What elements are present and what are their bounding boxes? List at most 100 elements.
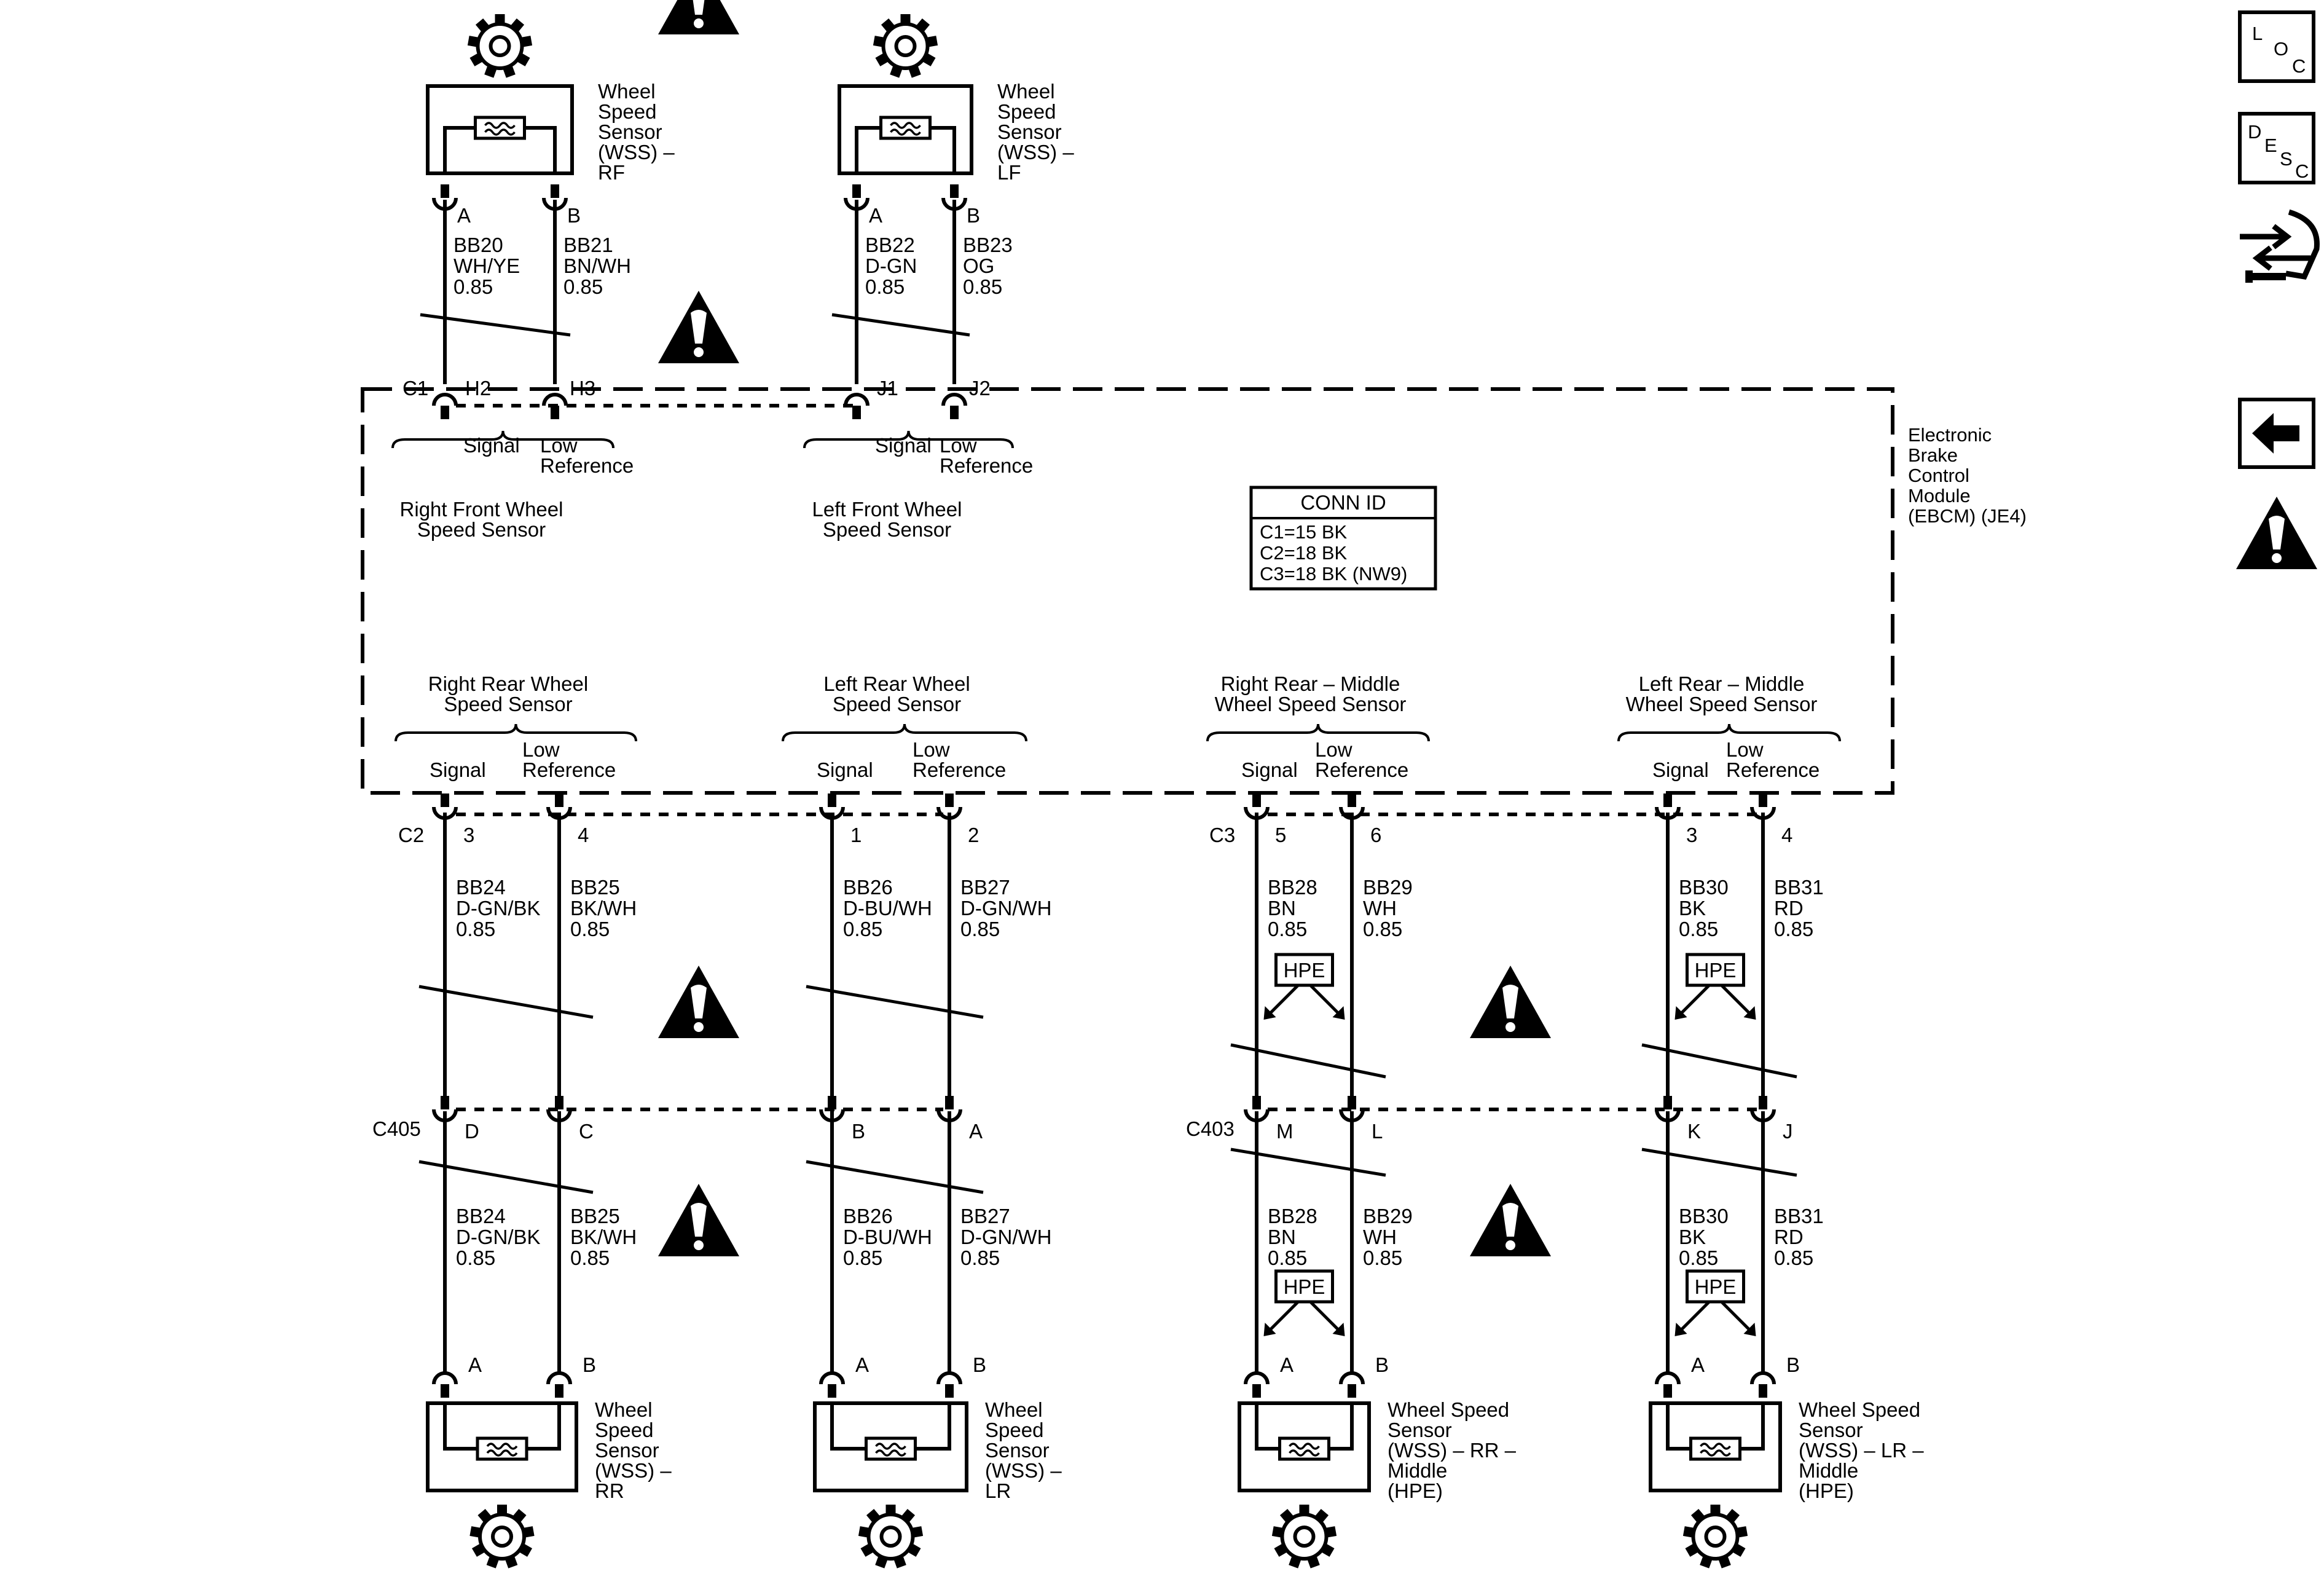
twisted-pair-marker bbox=[418, 1160, 594, 1194]
sensor-group-label: Right Front Wheel bbox=[400, 498, 563, 521]
sensor-pin-label: B bbox=[973, 1353, 986, 1376]
sensor-pin-label: B bbox=[1786, 1353, 1800, 1376]
circuit-number: BB20 bbox=[453, 234, 503, 256]
conn-id-title: CONN ID bbox=[1300, 491, 1386, 514]
hpe-label: HPE bbox=[1695, 959, 1737, 982]
circuit-number: BB21 bbox=[563, 234, 613, 256]
wire-gauge: 0.85 bbox=[1774, 918, 1813, 940]
sensor-pin-label: B bbox=[567, 204, 581, 227]
inline-pin-label: L bbox=[1372, 1120, 1383, 1143]
sensor-group-label: Speed Sensor bbox=[833, 693, 961, 715]
wire-color: D-GN/BK bbox=[456, 897, 541, 919]
sensor-name-rf: Speed bbox=[598, 100, 656, 123]
ebcm-connector-pin bbox=[943, 395, 965, 419]
caution-triangle-icon bbox=[658, 291, 739, 363]
module-pin-label: 3 bbox=[1686, 824, 1697, 846]
pin-function-label: Signal bbox=[1241, 758, 1298, 781]
wire-gauge: 0.85 bbox=[1679, 1246, 1718, 1269]
twisted-pair-marker bbox=[418, 985, 594, 1019]
pin-function-label: Signal bbox=[1652, 758, 1709, 781]
module-pin-label: H3 bbox=[570, 377, 595, 400]
circuit-number: BB31 bbox=[1774, 1205, 1824, 1227]
sensor-resistor-rr bbox=[477, 1438, 527, 1459]
wire-gauge: 0.85 bbox=[1363, 1246, 1402, 1269]
loc-button[interactable]: LOC bbox=[2238, 10, 2315, 83]
hpe-arrow-right bbox=[1309, 984, 1343, 1017]
group-brace bbox=[391, 430, 614, 449]
wire-color: D-GN/BK bbox=[456, 1226, 541, 1248]
sensor-name-lrm: Wheel Speed bbox=[1799, 1398, 1920, 1421]
wire-gauge: 0.85 bbox=[1268, 1246, 1307, 1269]
hpe-indicator: HPE bbox=[1674, 1269, 1756, 1336]
wheel-speed-sensor-lrm bbox=[1649, 1401, 1782, 1492]
conn-id-entry: C3=18 BK (NW9) bbox=[1260, 563, 1407, 585]
hpe-arrow-left bbox=[1677, 984, 1711, 1017]
sensor-connector-pin bbox=[1246, 1373, 1268, 1398]
hpe-arrowhead-right bbox=[1743, 1323, 1756, 1336]
service-wrench-arrows-icon[interactable] bbox=[2240, 209, 2320, 283]
conn-id-entry: C1=15 BK bbox=[1260, 521, 1348, 543]
sensor-name-lr: (WSS) – bbox=[985, 1459, 1062, 1482]
hpe-indicator: HPE bbox=[1674, 953, 1756, 1020]
circuit-number: BB25 bbox=[570, 1205, 620, 1227]
circuit-number: BB31 bbox=[1774, 876, 1824, 899]
sensor-group-label: Right Rear – Middle bbox=[1221, 672, 1400, 695]
arrow-left-icon[interactable] bbox=[2238, 398, 2315, 469]
wire-color: BN bbox=[1268, 897, 1296, 919]
side-letter: L bbox=[2252, 23, 2263, 44]
twisted-pair-marker bbox=[831, 313, 970, 337]
wheel-speed-sensor-lr bbox=[813, 1401, 968, 1492]
sensor-connector-pin bbox=[938, 1373, 960, 1398]
sensor-name-rr: (WSS) – bbox=[595, 1459, 672, 1482]
sensor-group-label: Left Front Wheel bbox=[812, 498, 962, 521]
wheel-gear-icon bbox=[858, 1505, 923, 1569]
pin-function-label: Reference bbox=[522, 758, 616, 781]
wheel-speed-sensor-rrm bbox=[1238, 1401, 1371, 1492]
pin-function-label: Low bbox=[540, 434, 578, 457]
wire-color: WH bbox=[1363, 1226, 1397, 1248]
wire-gauge: 0.85 bbox=[563, 275, 603, 298]
wire-color: RD bbox=[1774, 897, 1804, 919]
circuit-number: BB27 bbox=[960, 876, 1010, 899]
sensor-name-lf: LF bbox=[997, 161, 1021, 184]
conn-id-border bbox=[1249, 486, 1437, 591]
wheel-gear-icon bbox=[873, 14, 938, 78]
sensor-name-lf: Wheel bbox=[997, 80, 1055, 103]
caution-triangle-icon[interactable] bbox=[2236, 497, 2317, 569]
sensor-name-rf: RF bbox=[598, 161, 625, 184]
caution-triangle-icon bbox=[1470, 1184, 1551, 1256]
sensor-internal-wiring bbox=[1666, 1403, 1765, 1451]
wire-gauge: 0.85 bbox=[1679, 918, 1718, 940]
sensor-group-label: Wheel Speed Sensor bbox=[1215, 693, 1407, 715]
hand-glyph bbox=[2285, 209, 2320, 280]
sensor-group-label: Left Rear – Middle bbox=[1639, 672, 1805, 695]
circuit-number: BB30 bbox=[1679, 1205, 1729, 1227]
sensor-pin-label: B bbox=[1375, 1353, 1389, 1376]
module-pin-label: J1 bbox=[877, 377, 898, 400]
wire-color: BK/WH bbox=[570, 1226, 637, 1248]
module-pin-label: J2 bbox=[969, 377, 991, 400]
ebcm-module-boundary bbox=[361, 387, 1894, 795]
wire-gauge: 0.85 bbox=[963, 275, 1002, 298]
group-brace bbox=[1206, 723, 1430, 742]
wheel-gear-icon bbox=[1272, 1505, 1337, 1569]
circuit-number: BB25 bbox=[570, 876, 620, 899]
circuit-number: BB30 bbox=[1679, 876, 1729, 899]
sensor-name-rr: Wheel bbox=[595, 1398, 653, 1421]
wire-gauge: 0.85 bbox=[1268, 918, 1307, 940]
ebcm-connector-pin bbox=[434, 395, 456, 419]
inline-pin-label: B bbox=[852, 1120, 865, 1143]
wire-color: D-BU/WH bbox=[843, 1226, 932, 1248]
hpe-arrowhead-left bbox=[1263, 1006, 1276, 1020]
pin-function-label: Low bbox=[1315, 738, 1352, 761]
module-pin-label: H2 bbox=[465, 377, 491, 400]
sensor-connector-pin bbox=[1341, 1373, 1363, 1398]
inline-pin-label: K bbox=[1687, 1120, 1701, 1143]
connector-id-c3: C3 bbox=[1209, 824, 1235, 846]
wire-gauge: 0.85 bbox=[865, 275, 905, 298]
wire-color: D-GN bbox=[865, 254, 917, 277]
circuit-number: BB26 bbox=[843, 1205, 893, 1227]
sensor-pin-label: A bbox=[457, 204, 471, 227]
